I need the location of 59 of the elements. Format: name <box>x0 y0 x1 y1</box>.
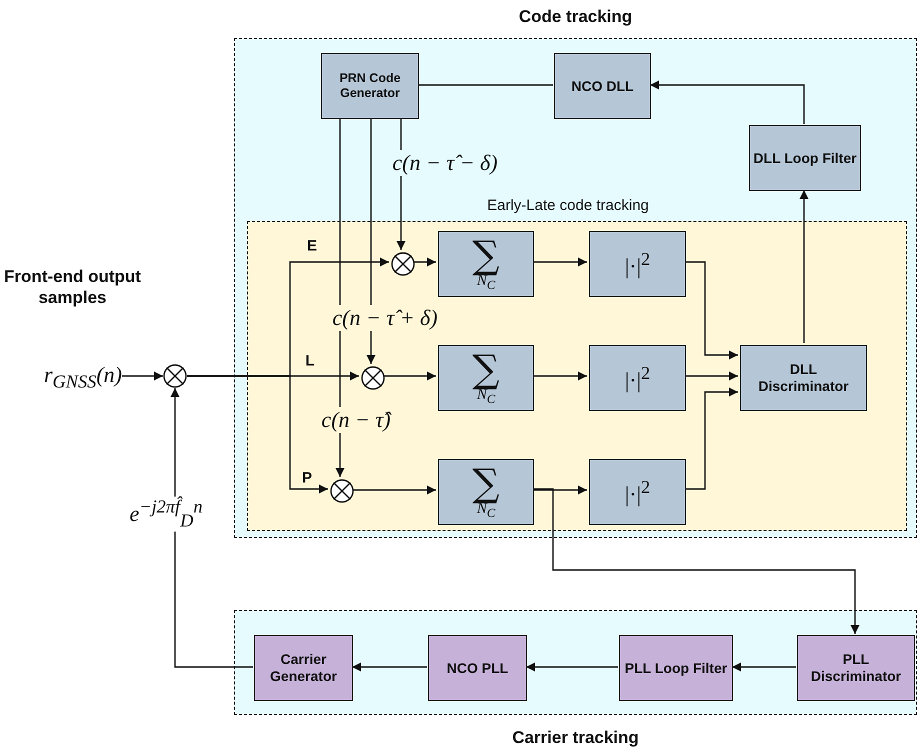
multiplier-circle <box>163 364 187 388</box>
region-title: Code tracking <box>518 7 634 27</box>
box-label: DLL Loop Filter <box>752 150 858 166</box>
signal-arrow <box>352 662 427 672</box>
signal-arrow <box>526 662 618 672</box>
signal-arrow <box>650 80 805 124</box>
box-label: NCO PLL <box>446 660 510 676</box>
box-label: NCO DLL <box>570 78 635 94</box>
signal-arrow <box>383 372 436 380</box>
magnitude-squared-block <box>589 459 686 525</box>
signal-arrow <box>413 258 436 266</box>
multiplier-circle <box>391 252 415 276</box>
sum-symbol: ∑ <box>472 236 500 274</box>
process-box <box>619 635 733 701</box>
summation-block <box>438 231 534 297</box>
summation-block <box>438 345 534 411</box>
signal-arrow <box>532 372 587 380</box>
process-box <box>749 125 861 191</box>
signal-arrow <box>684 261 738 360</box>
input-caption: Front-end output samples <box>3 266 142 308</box>
input-signal: r$_{GNSS}$(n) <box>44 362 122 392</box>
magnitude-squared-block <box>589 231 686 297</box>
process-box <box>428 635 527 701</box>
process-box <box>254 635 353 701</box>
sum-symbol: ∑ <box>472 464 500 502</box>
magnitude-formula: |·|$^{2}$ <box>624 362 650 394</box>
multiplier-circle <box>330 479 354 503</box>
magnitude-formula: |·|$^{2}$ <box>624 248 650 280</box>
box-label: PRN Code Generator <box>338 71 402 101</box>
signal-arrow <box>800 190 808 343</box>
box-label: PLL Discriminator <box>810 651 902 685</box>
signal-arrow <box>732 662 796 672</box>
box-label: DLL Discriminator <box>757 361 850 395</box>
signal-arrow <box>532 486 587 494</box>
multiplier-circle <box>361 366 385 390</box>
region-title: Early-Late code tracking <box>486 197 650 214</box>
signal-formula: c(n − τ̂ + δ) <box>330 305 440 331</box>
region-title: Carrier tracking <box>511 728 640 748</box>
summation-block <box>438 459 534 525</box>
box-label: PLL Loop Filter <box>624 660 728 676</box>
signal-arrow <box>532 488 860 634</box>
box-label: Carrier Generator <box>269 651 338 685</box>
magnitude-formula: |·|$^{2}$ <box>624 476 650 508</box>
signal-arrow <box>170 388 253 668</box>
signal-arrow <box>684 388 738 490</box>
signal-arrow <box>187 375 328 494</box>
sum-symbol: ∑ <box>472 350 500 388</box>
process-box <box>321 53 419 119</box>
signal-arrow <box>532 258 587 266</box>
process-box <box>740 345 867 411</box>
magnitude-squared-block <box>589 345 686 411</box>
process-box <box>797 635 915 701</box>
signal-arrow <box>122 372 163 380</box>
signal-arrow <box>352 486 436 494</box>
signal-formula: c(n − τ̂) <box>319 407 393 433</box>
signal-arrow <box>366 118 376 364</box>
process-box <box>554 53 651 119</box>
signal-formula: c(n − τ̂ − δ) <box>390 150 500 176</box>
signal-arrow <box>683 372 738 380</box>
